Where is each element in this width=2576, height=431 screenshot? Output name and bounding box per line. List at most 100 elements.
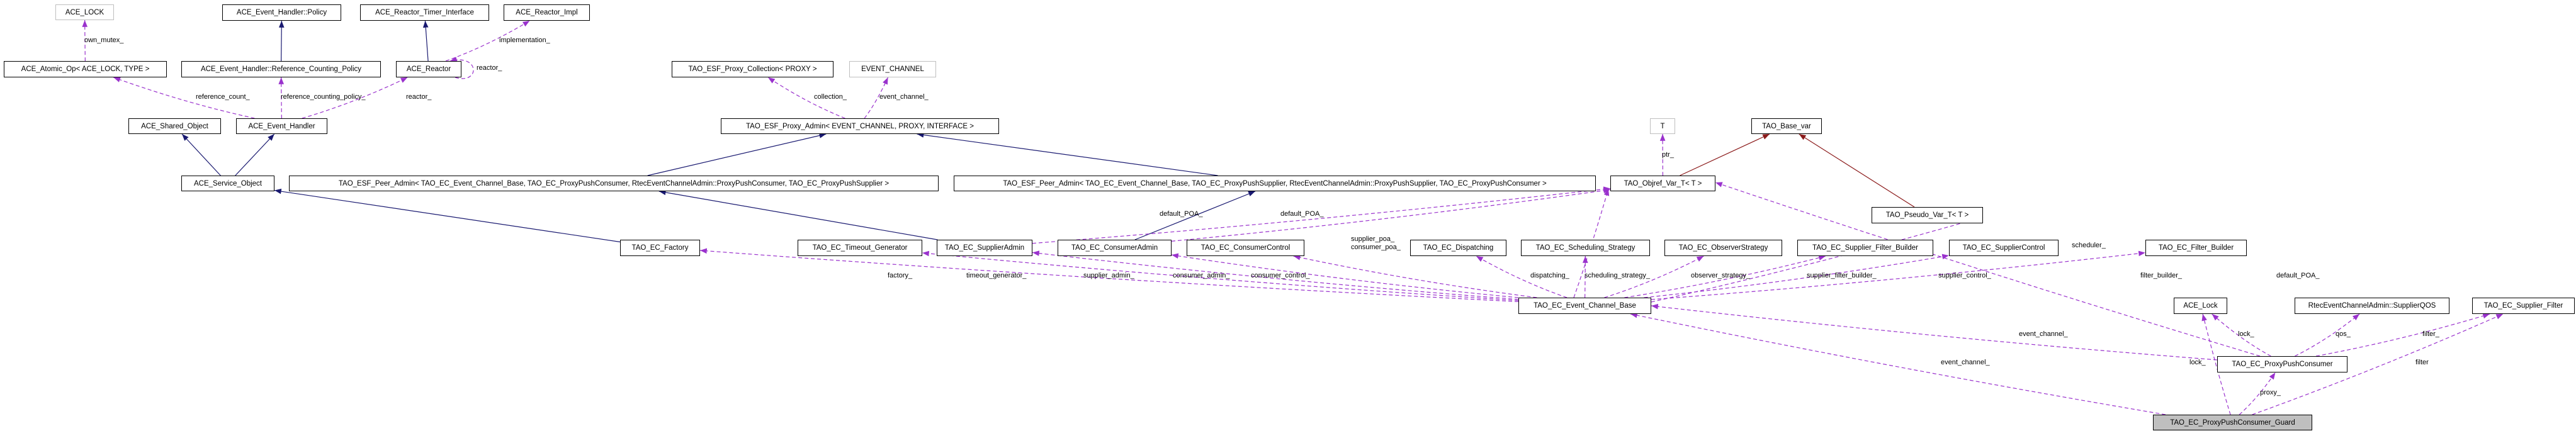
class-node-event-channel-tpl[interactable]: EVENT_CHANNEL: [849, 61, 936, 77]
class-node-reactor-timer[interactable]: ACE_Reactor_Timer_Interface: [360, 4, 489, 21]
class-node-supplier-control[interactable]: TAO_EC_SupplierControl: [1949, 240, 2059, 256]
edge-label: collection_: [814, 93, 847, 101]
class-node-ace-lock[interactable]: ACE_Lock: [2174, 298, 2227, 314]
usage-edge-ppc-to-objref-var: [1715, 182, 2261, 357]
template-edge-pseudo-var-to-base-var: [1799, 133, 1915, 208]
edge-label: reactor_: [406, 93, 432, 101]
class-node-event-handler[interactable]: ACE_Event_Handler: [236, 118, 327, 134]
edge-label: default_POA_: [1160, 210, 1203, 218]
class-node-reactor-impl[interactable]: ACE_Reactor_Impl: [504, 4, 590, 21]
class-node-scheduling[interactable]: TAO_EC_Scheduling_Strategy: [1521, 240, 1650, 256]
usage-edge-ecb-to-objref-var: [1573, 188, 1610, 298]
class-node-dispatching[interactable]: TAO_EC_Dispatching: [1410, 240, 1506, 256]
class-node-qos[interactable]: RtecEventChannelAdmin::SupplierQOS: [2295, 298, 2449, 314]
usage-edge-reactor-to-reactor-impl: [445, 20, 530, 62]
usage-edge-guard-to-supplier-filter: [2252, 313, 2504, 415]
edge-label: factory_: [888, 272, 913, 279]
class-node-objref-var[interactable]: TAO_Objref_Var_T< T >: [1610, 176, 1715, 191]
class-node-rc-policy[interactable]: ACE_Event_Handler::Reference_Counting_Po…: [181, 61, 381, 77]
edge-label: event_channel_: [879, 93, 929, 101]
edge-label: consumer_admin_: [1173, 272, 1230, 279]
class-node-guard[interactable]: TAO_EC_ProxyPushConsumer_Guard: [2153, 415, 2312, 430]
usage-edge-guard-to-ace-lock: [2201, 313, 2231, 415]
class-node-base-var[interactable]: TAO_Base_var: [1751, 118, 1822, 134]
edge-label: supplier_filter_builder_: [1807, 272, 1877, 279]
class-node-atomic-op[interactable]: ACE_Atomic_Op< ACE_LOCK, TYPE >: [4, 61, 167, 77]
inheritance-edge-rc-policy-to-eh-policy: [278, 20, 285, 62]
class-node-sfb[interactable]: TAO_EC_Supplier_Filter_Builder: [1797, 240, 1933, 256]
class-node-factory[interactable]: TAO_EC_Factory: [620, 240, 700, 256]
class-node-ace-lock-tpl[interactable]: ACE_LOCK: [55, 4, 114, 20]
inheritance-edge-reactor-to-reactor-timer: [422, 20, 429, 62]
edge-label: reactor_: [477, 64, 502, 72]
class-node-proxy-collection[interactable]: TAO_ESF_Proxy_Collection< PROXY >: [672, 61, 833, 77]
usage-edge-ecb-to-observer: [1604, 255, 1704, 298]
edge-label: supplier_control_: [1938, 272, 1991, 279]
inheritance-edge-service-object-to-event-handler: [235, 133, 275, 176]
edge-label: reference_counting_policy_: [281, 93, 366, 101]
inheritance-edge-peer-admin-c-to-proxy-admin: [647, 133, 827, 176]
usage-edge-atomic-op-to-ace-lock-tpl: [82, 20, 88, 62]
edge-label: reference_count_: [196, 93, 250, 101]
usage-edge-ppc-to-ecb: [1651, 303, 2218, 361]
usage-edge-ecb-to-filter-builder: [1651, 250, 2146, 300]
class-node-pseudo-var[interactable]: TAO_Pseudo_Var_T< T >: [1872, 207, 1983, 223]
edge-label: supplier_poa_ consumer_poa_: [1351, 235, 1401, 251]
edge-label: proxy_: [2260, 389, 2281, 396]
class-node-shared-object[interactable]: ACE_Shared_Object: [128, 118, 221, 134]
edge-label: filter_: [2422, 330, 2439, 338]
class-node-reactor[interactable]: ACE_Reactor: [396, 61, 461, 77]
usage-edge-event-handler-to-atomic-op: [113, 77, 255, 119]
class-node-peer-admin-c[interactable]: TAO_ESF_Peer_Admin< TAO_EC_Event_Channel…: [289, 176, 939, 191]
edge-label: implementation_: [499, 36, 550, 44]
edge-label: event_channel_: [1941, 359, 1990, 366]
usage-edge-event-handler-to-reactor: [302, 77, 408, 119]
class-node-peer-admin-s[interactable]: TAO_ESF_Peer_Admin< TAO_EC_Event_Channel…: [954, 176, 1596, 191]
inheritance-edge-factory-to-service-object: [274, 188, 621, 243]
class-node-consumer-admin[interactable]: TAO_EC_ConsumerAdmin: [1058, 240, 1172, 256]
class-node-ppc[interactable]: TAO_EC_ProxyPushConsumer: [2217, 356, 2347, 372]
usage-edge-supplier-admin-to-objref-var: [1032, 186, 1611, 244]
usage-edge-reactor-to-reactor: [449, 57, 474, 79]
inheritance-edge-peer-admin-s-to-proxy-admin: [917, 132, 1218, 176]
class-node-filter-builder[interactable]: TAO_EC_Filter_Builder: [2145, 240, 2247, 256]
usage-edge-ecb-to-supplier-control: [1644, 254, 1950, 298]
usage-edge-ecb-to-consumer-control: [1293, 255, 1537, 298]
template-edge-objref-var-to-base-var: [1680, 133, 1770, 176]
edge-label: consumer_control_: [1251, 272, 1310, 279]
class-node-supplier-filter[interactable]: TAO_EC_Supplier_Filter: [2472, 298, 2575, 314]
edge-label: lock_: [2189, 359, 2206, 366]
edge-label: default_POA_: [1280, 210, 1324, 218]
usage-edge-guard-to-ppc: [2239, 372, 2276, 415]
edge-label: dispatching_: [1530, 272, 1569, 279]
edge-label: event_channel_: [2019, 330, 2068, 338]
inheritance-edge-service-object-to-shared-object: [181, 133, 221, 176]
class-node-t-tpl[interactable]: T: [1650, 118, 1675, 134]
class-node-consumer-control[interactable]: TAO_EC_ConsumerControl: [1187, 240, 1304, 256]
class-node-eh-policy[interactable]: ACE_Event_Handler::Policy: [222, 4, 341, 21]
class-node-timeout-gen[interactable]: TAO_EC_Timeout_Generator: [798, 240, 922, 256]
usage-edge-ppc-to-ace-lock: [2212, 313, 2271, 357]
edge-label: supplier_admin_: [1083, 272, 1134, 279]
class-node-proxy-admin[interactable]: TAO_ESF_Proxy_Admin< EVENT_CHANNEL, PROX…: [721, 118, 999, 134]
usage-edge-ecb-to-scheduling: [1582, 255, 1588, 298]
edge-label: ptr_: [1662, 151, 1674, 159]
usage-edge-ecb-to-timeout-gen: [922, 250, 1519, 301]
class-node-observer[interactable]: TAO_EC_ObserverStrategy: [1664, 240, 1782, 256]
class-node-ecb[interactable]: TAO_EC_Event_Channel_Base: [1518, 298, 1651, 314]
usage-edge-ppc-to-supplier-filter: [2315, 313, 2490, 357]
class-node-supplier-admin[interactable]: TAO_EC_SupplierAdmin: [937, 240, 1032, 256]
edge-label: timeout_generator_: [966, 272, 1027, 279]
usage-edge-ecb-to-sfb: [1624, 255, 1826, 298]
usage-edge-consumer-admin-to-objref-var: [1171, 188, 1611, 242]
usage-edge-proxy-admin-to-proxy-collection: [767, 77, 845, 119]
edge-label: qos_: [2336, 330, 2351, 338]
usage-edge-ppc-to-qos: [2295, 313, 2360, 357]
usage-edge-ecb-to-supplier-admin: [1032, 250, 1519, 300]
edge-label: default_POA_: [2276, 272, 2320, 279]
edge-label: scheduler_: [2072, 242, 2106, 249]
edge-label: scheduling_strategy_: [1585, 272, 1650, 279]
class-node-service-object[interactable]: ACE_Service_Object: [181, 176, 274, 191]
edge-label: filter: [2415, 359, 2429, 366]
usage-edge-ecb-to-factory: [699, 248, 1519, 302]
